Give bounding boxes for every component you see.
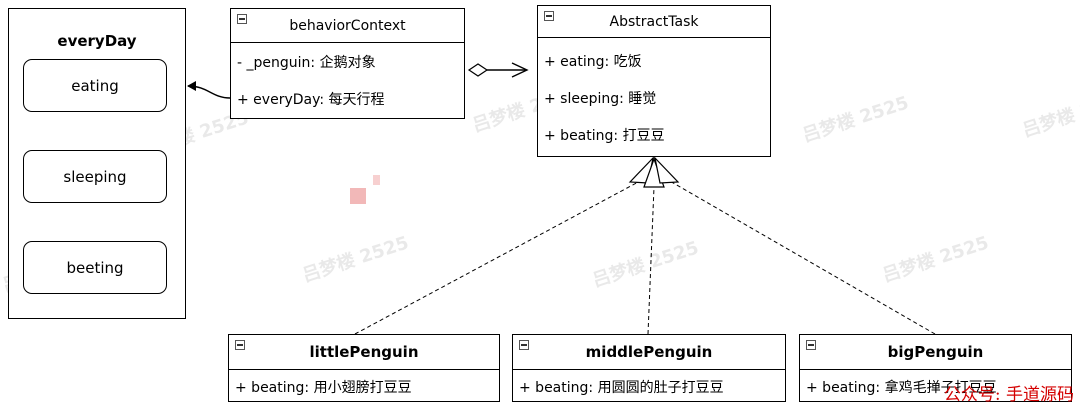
decorative-mark (373, 175, 380, 185)
collapse-icon[interactable] (519, 340, 529, 350)
class-name: middlePenguin (585, 343, 713, 361)
state-sleeping: sleeping (23, 150, 167, 203)
class-attribute: + beating: 用小翅膀打豆豆 (235, 380, 412, 396)
class-name: littlePenguin (309, 343, 419, 361)
class-header: AbstractTask (538, 6, 770, 38)
state-frame-title: everyDay (57, 32, 137, 50)
decorative-mark (350, 188, 366, 204)
class-abstracttask: AbstractTask + eating: 吃饭 + sleeping: 睡觉… (537, 5, 771, 157)
class-attribute: - _penguin: 企鹅对象 (237, 55, 376, 71)
collapse-icon[interactable] (544, 11, 554, 21)
class-littlepenguin: littlePenguin + beating: 用小翅膀打豆豆 (228, 334, 500, 402)
collapse-icon[interactable] (806, 340, 816, 350)
class-header: littlePenguin (229, 335, 499, 370)
class-name: AbstractTask (609, 13, 699, 30)
class-behaviorcontext: behaviorContext - _penguin: 企鹅对象 + every… (230, 8, 465, 119)
class-attribute: + eating: 吃饭 (544, 54, 642, 70)
state-beeting: beeting (23, 241, 167, 294)
class-attribute: + beating: 打豆豆 (544, 128, 665, 144)
class-attribute: + beating: 用圆圆的肚子打豆豆 (519, 380, 724, 396)
class-attribute: + everyDay: 每天行程 (237, 92, 385, 108)
state-eating: eating (23, 59, 167, 112)
class-attribute: + beating: 拿鸡毛掸子打豆豆 (806, 380, 997, 396)
collapse-icon[interactable] (237, 14, 247, 24)
class-header: middlePenguin (513, 335, 785, 370)
class-attribute: + sleeping: 睡觉 (544, 91, 657, 107)
class-name: bigPenguin (887, 343, 984, 361)
footer-brand: 公众号: 手道源码 (943, 385, 1074, 405)
class-middlepenguin: middlePenguin + beating: 用圆圆的肚子打豆豆 (512, 334, 786, 402)
collapse-icon[interactable] (235, 340, 245, 350)
class-name: behaviorContext (289, 17, 406, 34)
class-header: bigPenguin (800, 335, 1071, 370)
class-header: behaviorContext (231, 9, 464, 43)
class-bigpenguin: bigPenguin + beating: 拿鸡毛掸子打豆豆 (799, 334, 1072, 402)
